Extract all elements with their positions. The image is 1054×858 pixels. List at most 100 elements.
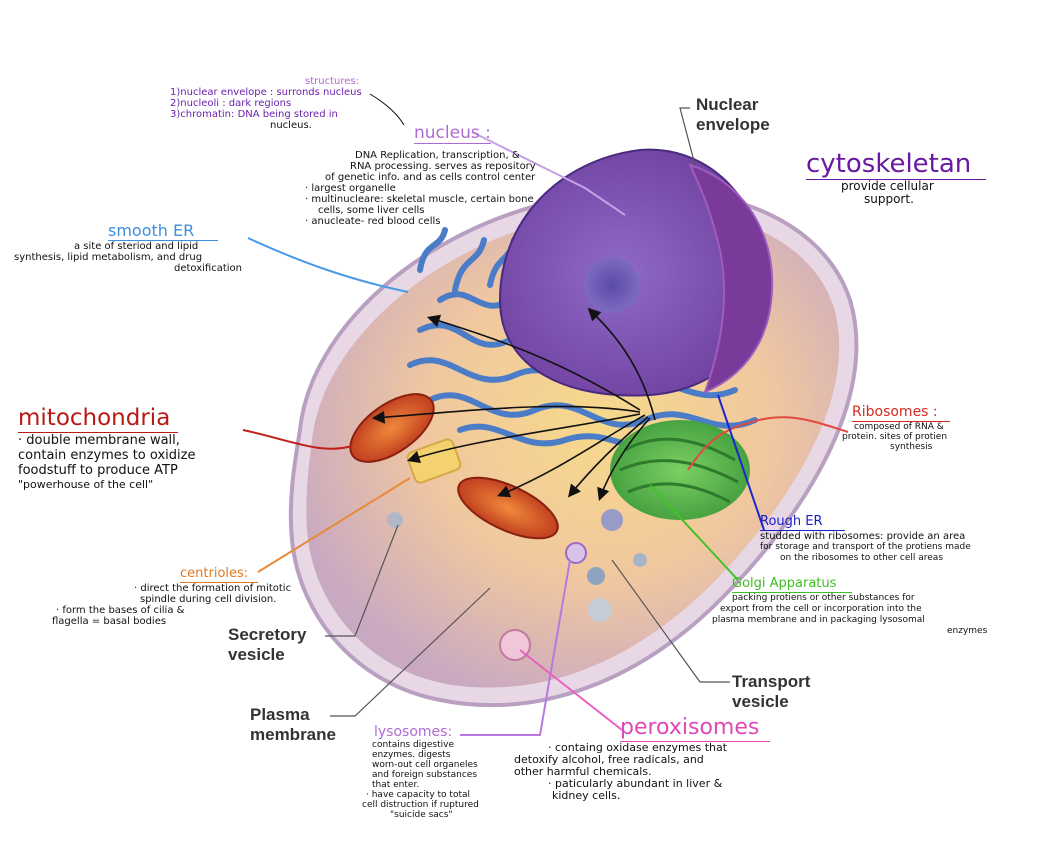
note-line: cell distruction if ruptured	[362, 800, 479, 810]
pathway-arrows	[371, 307, 656, 502]
leader-lines	[242, 93, 849, 736]
note-line: RNA processing. serves as repository	[350, 161, 536, 172]
mitochondria-leader	[242, 429, 353, 450]
peroxisomes-title: peroxisomes	[620, 716, 770, 742]
note-line: for storage and transport of the protien…	[760, 542, 971, 552]
note-line: nucleus.	[270, 120, 312, 131]
rough-er-title: Rough ER	[760, 514, 845, 531]
note-line: detoxify alcohol, free radicals, and	[514, 753, 704, 766]
note-ribosomes: Ribosomes : composed of RNA & protein. s…	[842, 405, 992, 452]
note-line: contains digestive	[372, 740, 455, 750]
label-secretory-vesicle: Secretory vesicle	[228, 625, 306, 665]
secretory-vesicle-leader	[325, 524, 399, 637]
golgi-shape	[610, 420, 750, 520]
note-centrioles: centrioles: · direct the formation of mi…	[52, 566, 332, 627]
label-nuclear-envelope: Nuclear envelope	[696, 95, 770, 135]
label-line: envelope	[696, 115, 770, 134]
mitochondria-title: mitochondria	[18, 406, 178, 433]
note-line: · anucleate- red blood cells	[305, 216, 441, 227]
label-line: Nuclear	[696, 95, 759, 114]
note-line: spindle during cell division.	[140, 594, 277, 605]
cytoskeleton-title: cytoskeletan	[806, 150, 986, 180]
note-line: detoxification	[174, 263, 243, 274]
note-line: studded with ribosomes: provide an area	[760, 531, 966, 542]
label-line: vesicle	[228, 645, 285, 664]
note-line: on the ribosomes to other cell areas	[780, 553, 944, 563]
structures-heading: structures:	[305, 76, 359, 87]
note-line: and foreign substances	[372, 770, 478, 780]
note-mitochondria: mitochondria · double membrane wall, con…	[18, 406, 258, 491]
note-line: "suicide sacs"	[390, 810, 453, 820]
note-line: contain enzymes to oxidize	[18, 448, 196, 463]
note-line: plasma membrane and in packaging lysosom…	[712, 615, 925, 625]
note-line: packing protiens or other substances for	[732, 593, 915, 603]
note-line: · multinucleare: skeletal muscle, certai…	[305, 194, 534, 205]
nuclear-envelope-leader	[679, 107, 696, 166]
note-nucleus-title: nucleus :	[414, 123, 491, 144]
lysosomes-title: lysosomes:	[374, 724, 453, 740]
label-line: Secretory	[228, 625, 307, 644]
nuclear-envelope-shape	[688, 163, 774, 394]
note-line: worn-out cell organeles	[372, 760, 478, 770]
note-line: · direct the formation of mitotic	[134, 583, 292, 594]
transport-vesicle-leader	[611, 559, 730, 683]
ribosomes-leader	[687, 416, 849, 471]
note-line: foodstuff to produce ATP	[18, 463, 178, 478]
peroxisomes-leader	[519, 649, 623, 731]
note-line: of genetic info. and as cells control ce…	[325, 172, 536, 183]
note-line: other harmful chemicals.	[514, 765, 652, 778]
ribosomes-title: Ribosomes :	[852, 405, 950, 422]
note-nucleus-structures: structures: 1)nuclear envelope : surrond…	[170, 76, 410, 131]
note-line: · form the bases of cilia &	[56, 605, 185, 616]
note-lysosomes: lysosomes: contains digestive enzymes. d…	[362, 724, 522, 820]
note-line: export from the cell or incorporation in…	[720, 604, 922, 614]
note-line: enzymes. digests	[372, 750, 451, 760]
nucleolus-shape	[584, 257, 640, 313]
note-line: · containg oxidase enzymes that	[548, 741, 728, 754]
note-rough-er: Rough ER studded with ribosomes: provide…	[760, 514, 1045, 564]
smooth-er-leader	[247, 237, 409, 293]
smooth-er-title: smooth ER	[108, 222, 218, 241]
centrioles-title: centrioles:	[180, 566, 258, 583]
note-line: "powerhouse of the cell"	[18, 478, 154, 491]
label-plasma-membrane: Plasma membrane	[250, 705, 336, 745]
note-smooth-er: smooth ER a site of steriod and lipid sy…	[14, 222, 264, 274]
note-line: a site of steriod and lipid	[74, 241, 199, 252]
note-peroxisomes: peroxisomes · containg oxidase enzymes t…	[514, 716, 784, 802]
lysosomes-leader	[460, 559, 571, 736]
golgi-title: Golgi Apparatus	[732, 576, 852, 593]
golgi-leader	[649, 484, 739, 581]
label-line: Transport	[732, 672, 811, 691]
centrioles-leader	[257, 477, 411, 573]
note-line: 3)chromatin: DNA being stored in	[170, 109, 338, 120]
note-golgi: Golgi Apparatus packing protiens or othe…	[712, 576, 1012, 637]
note-line: synthesis, lipid metabolism, and drug	[14, 252, 203, 263]
label-line: membrane	[250, 725, 336, 744]
rough-er-leader	[717, 394, 765, 531]
note-line: · double membrane wall,	[18, 433, 180, 448]
note-line: · have capacity to total	[366, 790, 470, 800]
nucleus-leader	[471, 131, 626, 216]
note-line: flagella = basal bodies	[52, 616, 167, 627]
nucleus-shape	[498, 148, 774, 397]
label-line: vesicle	[732, 692, 789, 711]
note-line: support.	[864, 192, 914, 206]
note-cytoskeleton: cytoskeletan provide cellular support.	[806, 150, 986, 206]
note-line: that enter.	[372, 780, 420, 790]
label-transport-vesicle: Transport vesicle	[732, 672, 810, 712]
note-line: cells, some liver cells	[318, 205, 425, 216]
note-line: · largest organelle	[305, 183, 396, 194]
label-line: Plasma	[250, 705, 310, 724]
note-line: provide cellular	[841, 179, 934, 193]
note-line: 1)nuclear envelope : surronds nucleus	[170, 87, 362, 98]
note-line: · paticularly abundant in liver &	[548, 777, 723, 790]
note-line: synthesis	[890, 442, 933, 452]
note-nucleus-body: DNA Replication, transcription, & RNA pr…	[300, 150, 590, 227]
plasma-membrane-leader	[330, 587, 491, 717]
note-line: protein. sites of protien	[842, 432, 948, 442]
note-line: 2)nucleoli : dark regions	[170, 98, 292, 109]
nucleus-structures-arrow	[369, 93, 405, 126]
note-line: enzymes	[947, 626, 988, 636]
note-line: kidney cells.	[552, 789, 621, 802]
